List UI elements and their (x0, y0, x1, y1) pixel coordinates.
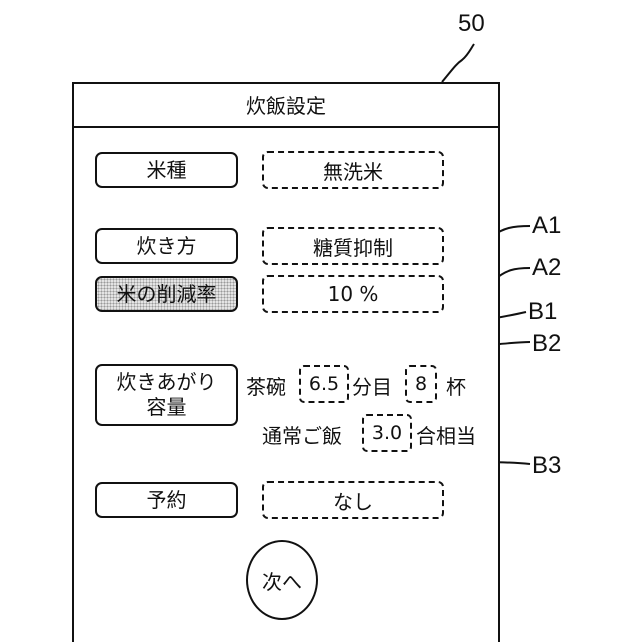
cooking-method-value: 糖質抑制 (262, 227, 444, 265)
next-button[interactable]: 次へ (246, 540, 318, 620)
normal-rice-unit-label: 合相当 (416, 416, 476, 452)
reduction-rate-button[interactable]: 米の削減率 (95, 276, 238, 312)
bowl-fill-value: 6.5 (299, 365, 349, 403)
cooked-amount-label-line2: 容量 (147, 395, 187, 420)
callout-label-a2: A2 (532, 254, 561, 282)
cooking-method-button[interactable]: 炊き方 (95, 228, 238, 264)
cooked-amount-label-line1: 炊きあがり (117, 370, 217, 395)
reservation-button[interactable]: 予約 (95, 482, 238, 518)
reference-numeral: 50 (458, 10, 485, 38)
rice-type-button[interactable]: 米種 (95, 152, 238, 188)
bowl-count-unit-label: 杯 (446, 367, 466, 403)
bowl-count-value: 8 (405, 365, 437, 403)
frame-leader-line (442, 44, 474, 82)
cooked-amount-button[interactable]: 炊きあがり 容量 (95, 364, 238, 426)
normal-rice-value: 3.0 (362, 414, 412, 452)
callout-label-b2: B2 (532, 330, 561, 358)
callout-label-b1: B1 (528, 298, 557, 326)
bowl-fill-unit-label: 分目 (352, 367, 392, 403)
rice-type-value: 無洗米 (262, 151, 444, 189)
reservation-value: なし (262, 481, 444, 519)
screen-title: 炊飯設定 (72, 82, 500, 128)
callout-label-b3: B3 (532, 452, 561, 480)
reduction-rate-value: 10 % (262, 275, 444, 313)
callout-label-a1: A1 (532, 212, 561, 240)
normal-rice-prefix-label: 通常ご飯 (262, 416, 342, 452)
bowl-prefix-label: 茶碗 (246, 367, 286, 403)
